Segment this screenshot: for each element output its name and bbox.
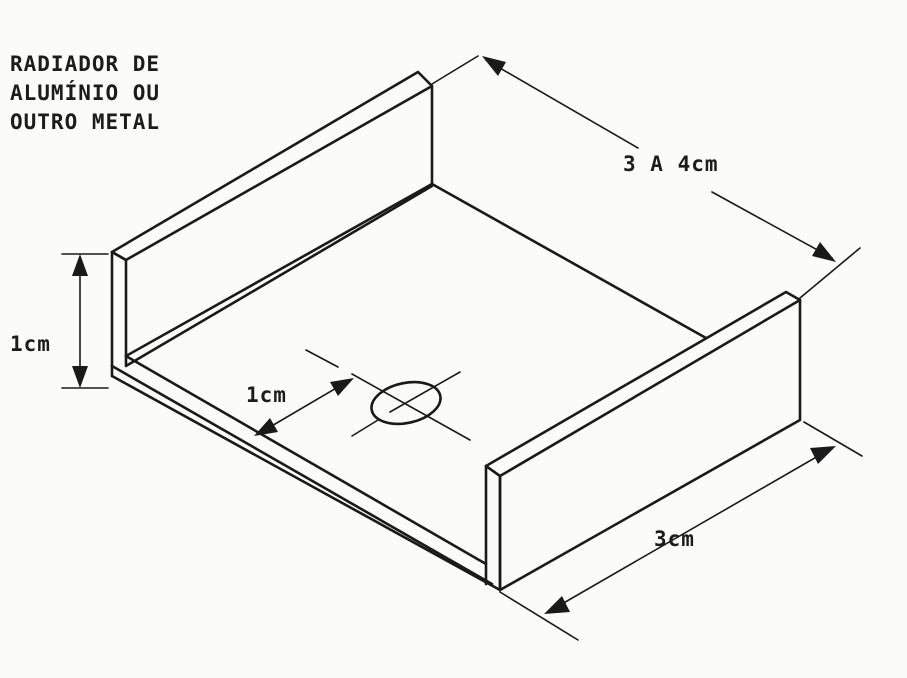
- width-dimension: [499, 421, 863, 641]
- back-flange: [110, 70, 434, 368]
- caption-line-2: ALUMÍNIO OU: [10, 81, 161, 105]
- hole-offset-label: 1cm: [246, 383, 287, 407]
- width-label: 3cm: [654, 527, 695, 551]
- length-dimension: [431, 55, 861, 299]
- material-caption: RADIADOR DE ALUMÍNIO OU OUTRO METAL: [10, 50, 160, 137]
- caption-line-3: OUTRO METAL: [10, 110, 161, 134]
- height-dimension: [61, 253, 109, 389]
- base-plate: [110, 182, 708, 592]
- hole-offset-dimension: [254, 378, 354, 436]
- front-flange: [484, 290, 802, 592]
- caption-line-1: RADIADOR DE: [10, 52, 161, 76]
- mounting-hole: [305, 349, 471, 441]
- height-label: 1cm: [10, 332, 51, 356]
- length-label: 3 A 4cm: [623, 152, 719, 176]
